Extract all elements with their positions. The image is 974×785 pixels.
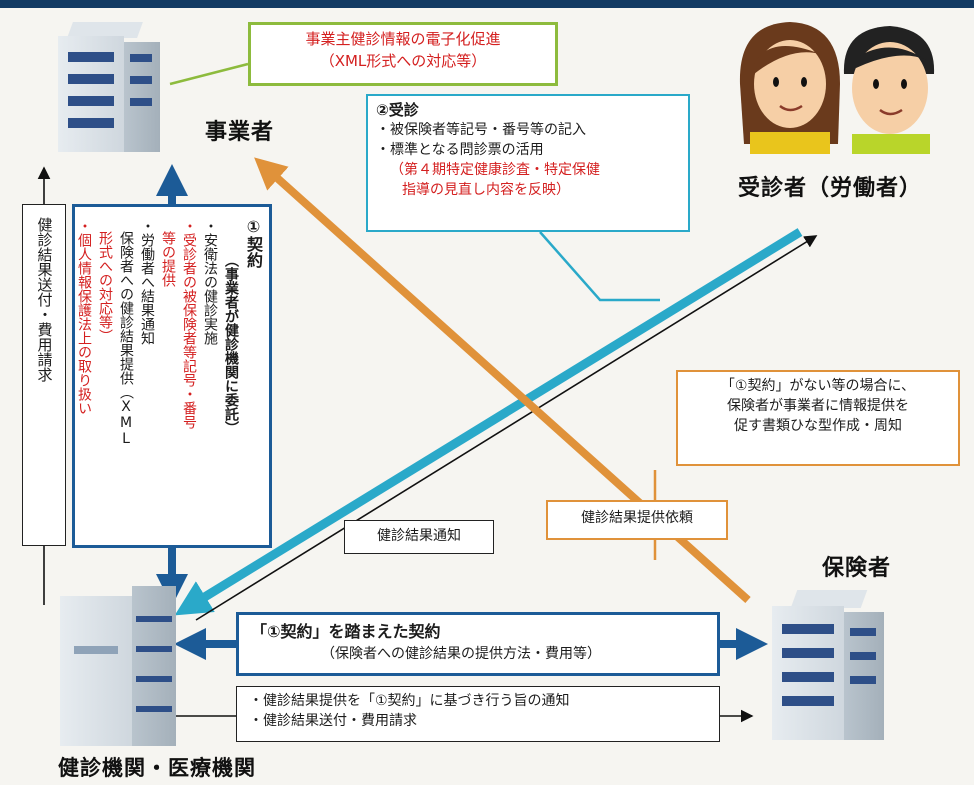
- employer-label: 事業者: [205, 120, 275, 145]
- examinee-label: 受診者（労働者）: [738, 176, 923, 201]
- examinee-people-icon: [730, 14, 950, 154]
- visit-item-2: ・標準となる問診票の活用: [376, 142, 544, 158]
- notification-line2: ・健診結果送付・費用請求: [249, 713, 417, 729]
- teal-callout-line: [539, 231, 660, 302]
- contract-item-3b: 保険者への健診結果提供（XML: [118, 231, 134, 447]
- insurer-support-note: 「①契約」がない等の場合に、 保険者が事業者に情報提供を 促す書類ひな型作成・周…: [676, 370, 960, 466]
- top-bar: [0, 0, 974, 8]
- electronic-promotion-note: 事業主健診情報の電子化促進 （XML形式への対応等）: [248, 22, 558, 86]
- contract-box: ①契約 （事業者が健診機関に委託） ・安衛法の健診実施 ・受診者の被保険者等記号…: [72, 204, 272, 548]
- notification-box: ・健診結果提供を「①契約」に基づき行う旨の通知 ・健診結果送付・費用請求: [236, 686, 720, 742]
- employer-building-icon: [50, 22, 170, 152]
- contract-subtitle: （事業者が健診機関に委託）: [223, 253, 239, 435]
- result-send-label: 健診結果送付・費用請求: [35, 217, 54, 382]
- contract-item-2b: 等の提供: [160, 231, 176, 287]
- visit-item-1: ・被保険者等記号・番号等の記入: [376, 122, 586, 138]
- green-note-line2: （XML形式への対応等）: [319, 52, 487, 70]
- insurer-contract-subtitle: （保険者への健診結果の提供方法・費用等）: [321, 646, 601, 662]
- contract-item-4: ・個人情報保護法上の取り扱い: [76, 219, 92, 415]
- visit-red-line2: 指導の見直し内容を反映）: [402, 182, 570, 198]
- institution-building-icon: [60, 586, 180, 746]
- insurer-contract-title: 「①契約」を踏まえた契約: [251, 622, 441, 641]
- request-label: 健診結果提供依頼: [546, 500, 728, 540]
- orange-note-line1: 「①契約」がない等の場合に、: [720, 378, 916, 394]
- visit-red-line1: （第４期特定健康診査・特定保健: [390, 162, 600, 178]
- result-notify-arrow: [195, 235, 818, 621]
- contract-item-2: ・受診者の被保険者等記号・番号: [181, 219, 197, 429]
- contract-item-3c: 形式への対応等）: [97, 231, 113, 343]
- visit-arrow: [174, 228, 803, 616]
- insurer-label: 保険者: [822, 556, 892, 581]
- green-note-line1: 事業主健診情報の電子化促進: [305, 30, 501, 48]
- contract-item-3: ・労働者へ結果通知: [139, 219, 155, 345]
- notification-line1: ・健診結果提供を「①契約」に基づき行う旨の通知: [249, 693, 570, 709]
- green-callout-line: [169, 62, 249, 86]
- insurer-contract-box: 「①契約」を踏まえた契約 （保険者への健診結果の提供方法・費用等）: [236, 612, 720, 676]
- visit-title: ②受診: [376, 101, 419, 119]
- insurer-building-icon: [772, 590, 892, 740]
- orange-note-line3: 促す書類ひな型作成・周知: [734, 418, 902, 434]
- result-send-box: 健診結果送付・費用請求: [22, 204, 66, 546]
- orange-note-line2: 保険者が事業者に情報提供を: [727, 398, 909, 414]
- contract-title: ①契約: [244, 217, 263, 268]
- visit-box: ②受診 ・被保険者等記号・番号等の記入 ・標準となる問診票の活用 （第４期特定健…: [366, 94, 690, 232]
- contract-item-1: ・安衛法の健診実施: [202, 219, 218, 345]
- institution-label: 健診機関・医療機関: [58, 756, 256, 780]
- result-notify-label: 健診結果通知: [344, 520, 494, 554]
